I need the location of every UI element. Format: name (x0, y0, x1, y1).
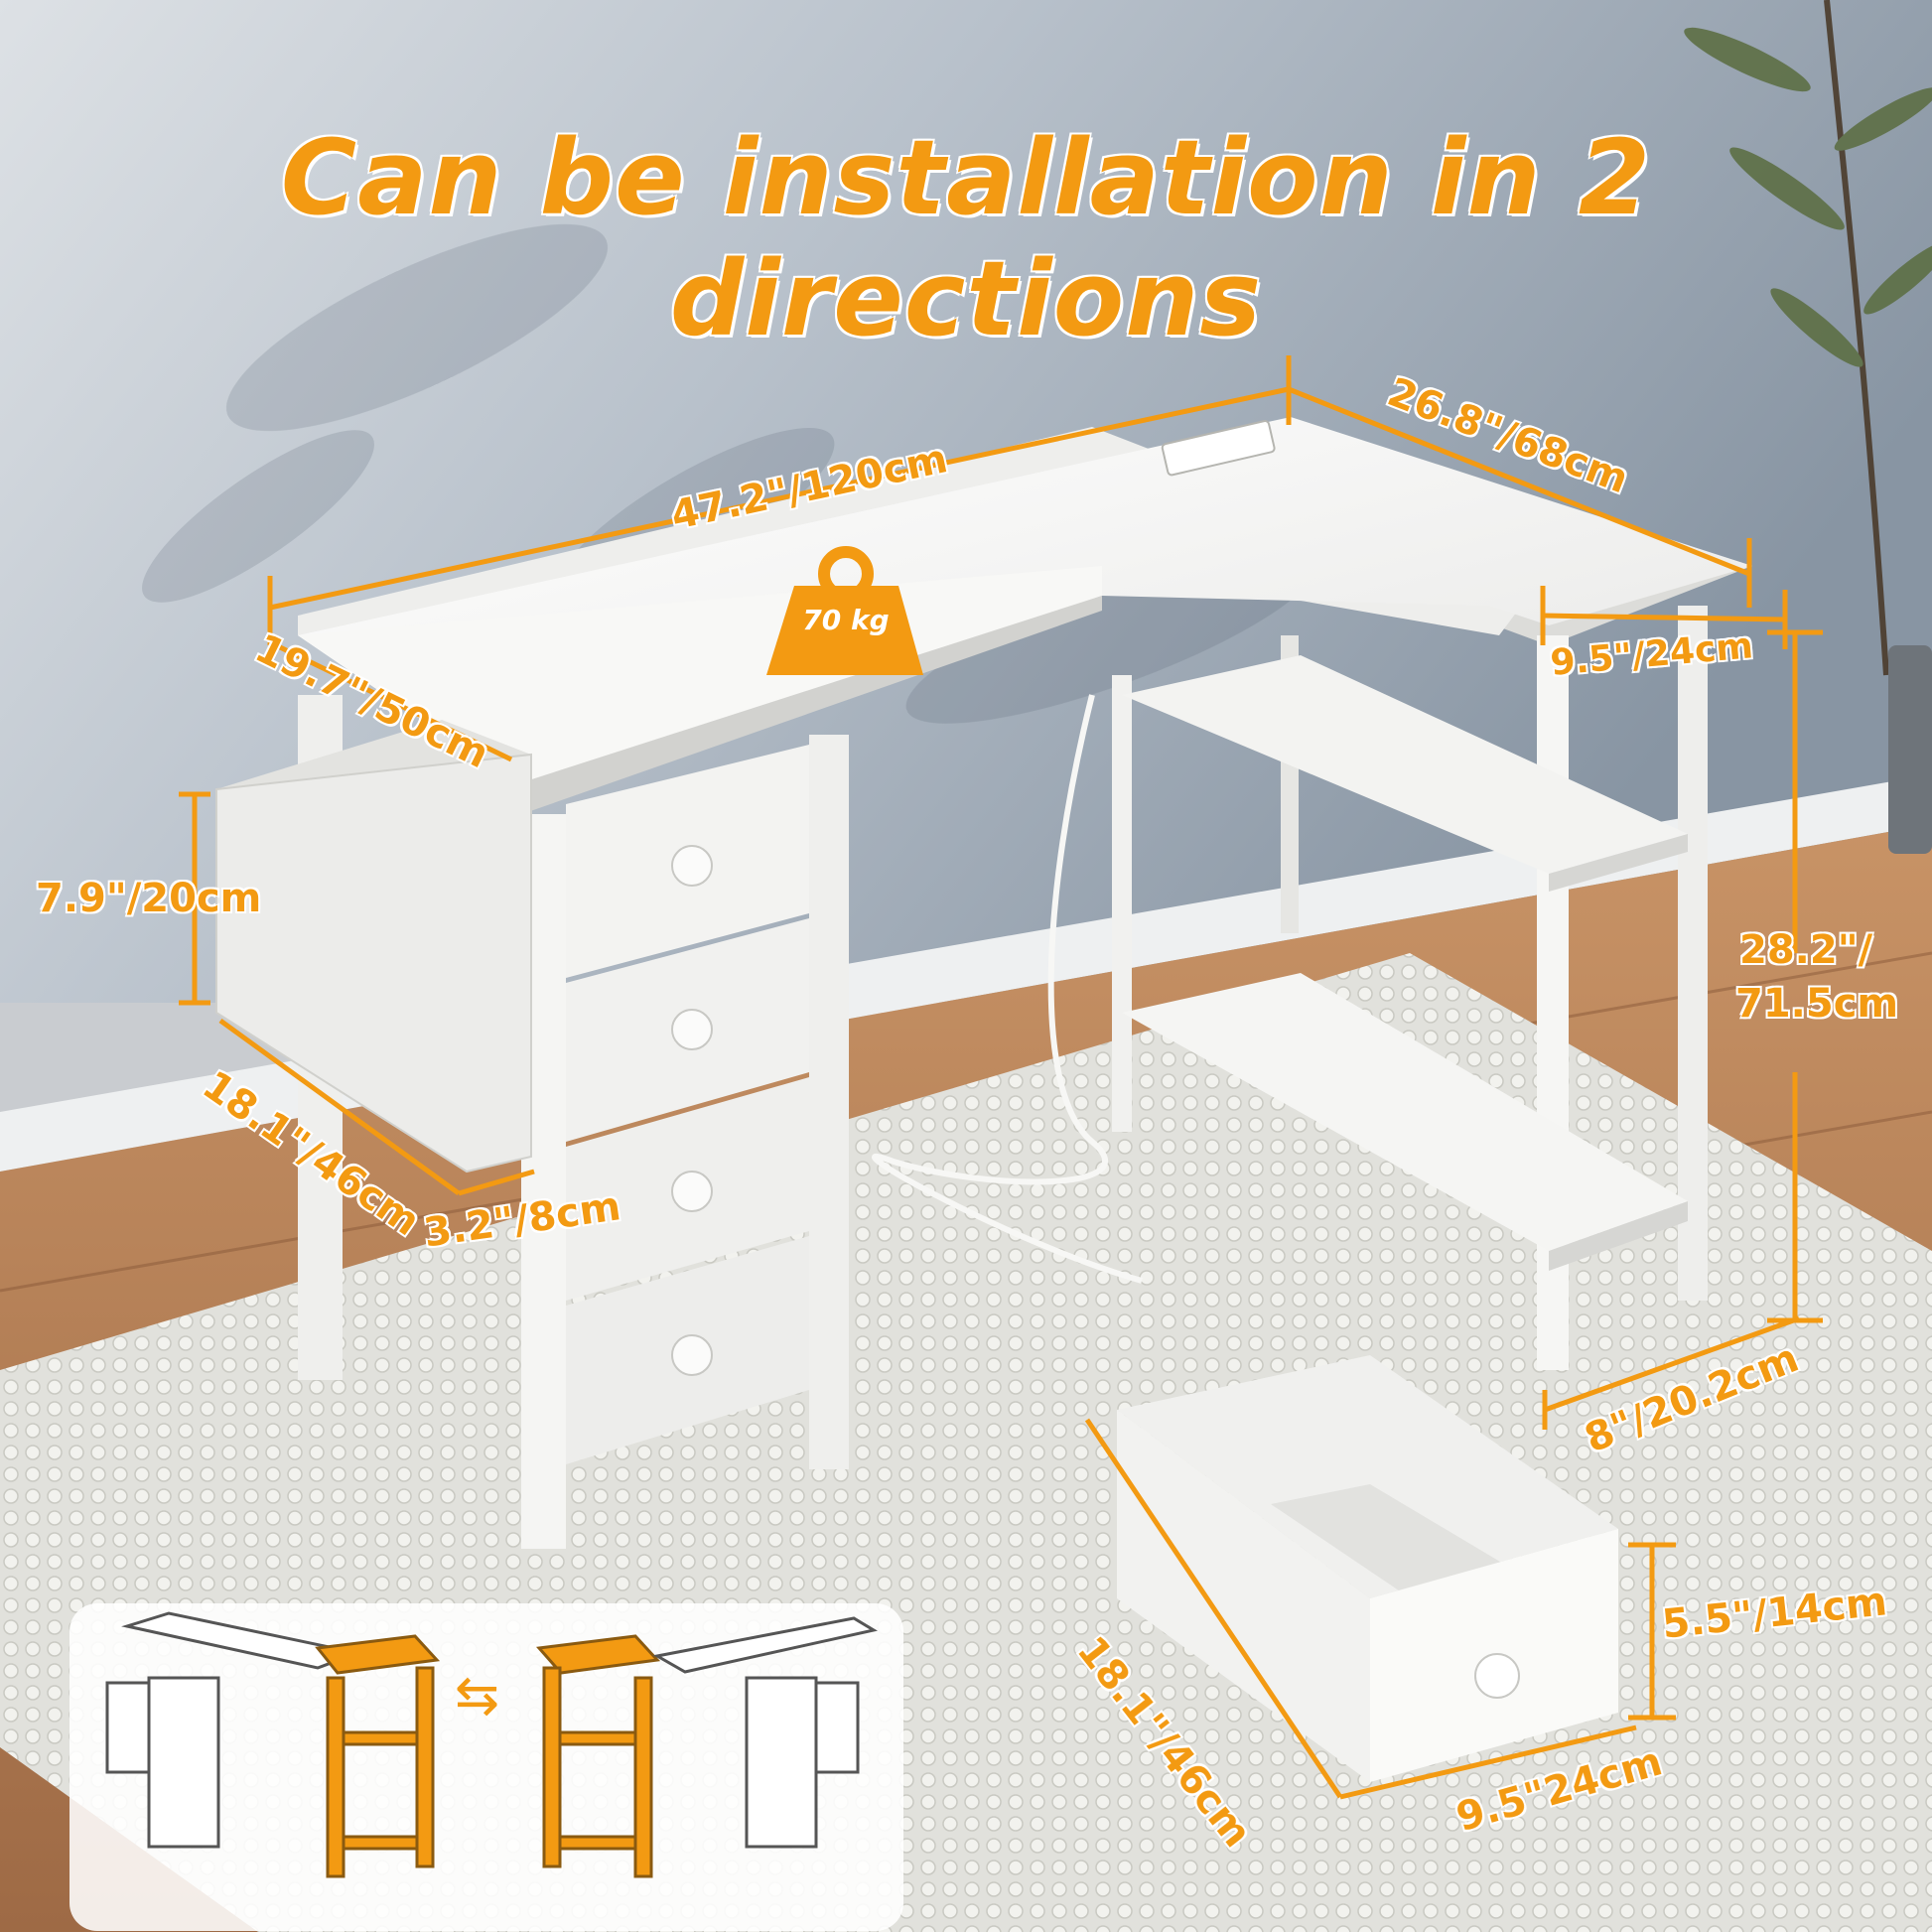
plant (1684, 0, 1932, 676)
power-cord (872, 694, 1143, 1284)
dim-pouch-height: 7.9"/20cm (36, 876, 262, 921)
dim-height-line2: 71.5cm (1735, 981, 1899, 1027)
weight-icon (766, 546, 923, 675)
dim-height-line1: 28.2"/ (1739, 927, 1873, 973)
swap-direction-icon: ⇆ (455, 1664, 500, 1726)
inset-desk-left (105, 1611, 363, 1849)
inset-desk-right-return (535, 1634, 661, 1878)
installation-inset (69, 1603, 903, 1931)
inset-desk-right (652, 1616, 879, 1849)
inset-desk-left-return (315, 1634, 441, 1878)
dimension-lines (179, 355, 1823, 1800)
plant-pot (1888, 645, 1932, 854)
weight-label: 70 kg (802, 604, 890, 636)
headline: Can be installation in 2 directions (280, 117, 1652, 359)
side-pouch (215, 720, 532, 1173)
power-strip (1161, 420, 1276, 477)
loose-drawer (1117, 1355, 1618, 1782)
